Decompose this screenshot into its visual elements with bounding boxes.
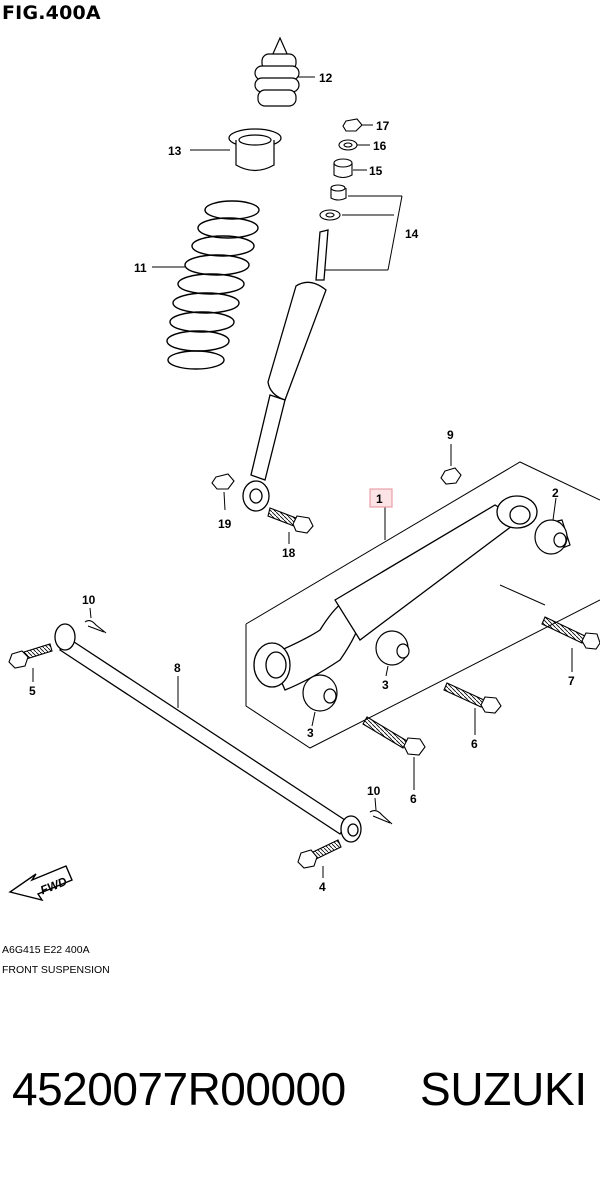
callout-16: 16	[373, 139, 387, 153]
nut-19-part	[211, 473, 235, 490]
callout-8: 8	[174, 661, 181, 675]
callout-9: 9	[447, 428, 454, 442]
callout-3a: 3	[382, 678, 389, 692]
section-name: FRONT SUSPENSION	[2, 964, 110, 976]
highlight-callout-1	[369, 488, 393, 508]
callout-4: 4	[319, 880, 326, 894]
drawing-code: A6G415 E22 400A	[2, 944, 90, 956]
callout-14: 14	[405, 227, 419, 241]
callout-5: 5	[29, 684, 36, 698]
callout-6b: 6	[410, 792, 417, 806]
callout-6a: 6	[471, 737, 478, 751]
nut-17-part	[342, 118, 363, 132]
shock-absorber-part	[242, 229, 329, 512]
bump-stop-part	[254, 36, 300, 107]
assembly-1-outline	[245, 461, 600, 749]
bolt-4-part	[297, 839, 342, 869]
fwd-arrow-icon: FWD	[8, 865, 73, 902]
figure-title: FIG.400A	[2, 2, 101, 24]
coil-spring-part	[166, 200, 260, 370]
brand-name: SUZUKI	[420, 1063, 587, 1115]
bushing-14-part	[319, 184, 347, 221]
pin-10b-part	[369, 809, 393, 825]
callout-19: 19	[218, 517, 232, 531]
callout-10a: 10	[82, 593, 96, 607]
bushing-15-part	[333, 158, 353, 179]
callout-15: 15	[369, 164, 383, 178]
pin-10a-part	[84, 619, 107, 634]
bolt-18-part	[267, 507, 314, 534]
callout-18: 18	[282, 546, 296, 560]
callout-17: 17	[376, 119, 390, 133]
callout-12: 12	[319, 71, 333, 85]
bolt-5-part	[8, 643, 53, 669]
callout-10b: 10	[367, 784, 381, 798]
lateral-rod-part	[54, 623, 362, 843]
bushing-2-part	[534, 519, 571, 555]
nut-9-part	[440, 467, 462, 485]
callout-2: 2	[552, 486, 559, 500]
washer-16-part	[338, 139, 358, 151]
bolt-6b-part	[362, 716, 426, 756]
callout-7: 7	[568, 674, 575, 688]
bushing-3a-part	[375, 630, 410, 666]
callout-13: 13	[168, 144, 182, 158]
part-number: 4520077R00000	[12, 1063, 346, 1115]
bolt-6a-part	[443, 682, 502, 714]
exploded-parts-diagram: FWD 1 2 3 3 4 5 6 6 7 8 9 10 10 11 12 13…	[8, 36, 600, 902]
bolt-7-part	[541, 616, 600, 650]
control-arm-part	[253, 495, 538, 691]
spring-seat-part	[228, 128, 282, 172]
callout-3b: 3	[307, 726, 314, 740]
callout-1: 1	[376, 492, 383, 506]
callout-11: 11	[134, 261, 147, 275]
bushing-3b-part	[302, 674, 338, 712]
